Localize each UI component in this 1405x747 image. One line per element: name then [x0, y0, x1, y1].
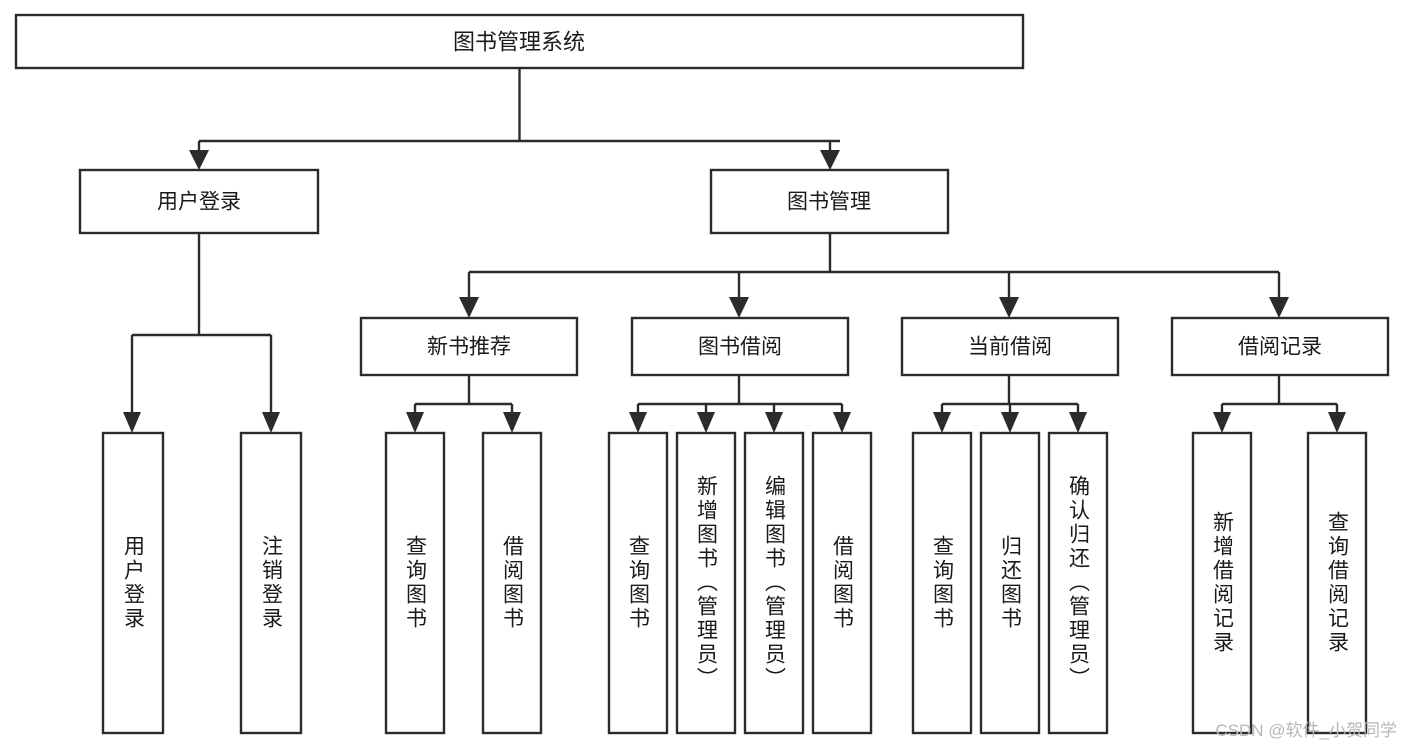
leaf-box-borrow-book-1[interactable] — [481, 431, 543, 735]
leaf-box-add-book[interactable] — [675, 431, 737, 735]
node-new-book-recommend-box[interactable] — [359, 316, 579, 377]
arrow-bm-to-new-book-recommend — [459, 297, 479, 318]
arrow-bb-leaf-2 — [697, 412, 715, 433]
node-borrow-record-box[interactable] — [1170, 316, 1390, 377]
arrow-cb-leaf-2 — [1001, 412, 1019, 433]
node-user-login[interactable]: 用户登录 — [78, 168, 320, 235]
arrow-user-login-leaf-2 — [262, 412, 280, 433]
node-current-borrow[interactable]: 当前借阅 — [900, 316, 1120, 377]
node-root-box[interactable] — [14, 13, 1025, 70]
node-borrow-record-label: 借阅记录 — [1238, 336, 1322, 359]
leaf-box-query-borrow-record[interactable] — [1306, 431, 1368, 735]
node-current-borrow-box[interactable] — [900, 316, 1120, 377]
arrow-nbr-leaf-1 — [406, 412, 424, 433]
arrow-bm-to-current-borrow — [999, 297, 1019, 318]
leaf-boxes — [101, 431, 1368, 735]
arrow-br-leaf-2 — [1328, 412, 1346, 433]
leaf-box-query-book-1[interactable] — [384, 431, 446, 735]
arrow-bm-to-borrow-record — [1269, 297, 1289, 318]
node-current-borrow-label: 当前借阅 — [968, 336, 1052, 359]
node-book-borrow[interactable]: 图书借阅 — [630, 316, 850, 377]
leaf-box-user-login-leaf[interactable] — [101, 431, 165, 735]
leaf-box-borrow-book-2[interactable] — [811, 431, 873, 735]
node-book-management-label: 图书管理 — [787, 191, 871, 214]
node-user-login-box[interactable] — [78, 168, 320, 235]
arrow-bm-to-book-borrow — [729, 297, 749, 318]
node-new-book-recommend-label: 新书推荐 — [427, 336, 511, 359]
arrow-root-to-book-management — [820, 150, 840, 170]
leaf-box-edit-book[interactable] — [743, 431, 805, 735]
arrow-user-login-leaf-1 — [123, 412, 141, 433]
arrow-bb-leaf-3 — [765, 412, 783, 433]
arrow-br-leaf-1 — [1213, 412, 1231, 433]
node-root-label: 图书管理系统 — [453, 30, 585, 55]
node-book-borrow-box[interactable] — [630, 316, 850, 377]
arrow-root-to-user-login — [189, 150, 209, 170]
leaf-box-user-logout-leaf[interactable] — [239, 431, 303, 735]
leaf-box-return-book[interactable] — [979, 431, 1041, 735]
node-borrow-record[interactable]: 借阅记录 — [1170, 316, 1390, 377]
leaf-box-confirm-return[interactable] — [1047, 431, 1109, 735]
arrow-nbr-leaf-2 — [503, 412, 521, 433]
arrow-cb-leaf-1 — [933, 412, 951, 433]
leaf-box-query-book-3[interactable] — [911, 431, 973, 735]
node-book-management-box[interactable] — [709, 168, 950, 235]
node-book-management[interactable]: 图书管理 — [709, 168, 950, 235]
leaf-box-add-borrow-record[interactable] — [1191, 431, 1253, 735]
arrow-cb-leaf-3 — [1069, 412, 1087, 433]
arrow-bb-leaf-4 — [833, 412, 851, 433]
node-book-borrow-label: 图书借阅 — [698, 336, 782, 359]
node-new-book-recommend[interactable]: 新书推荐 — [359, 316, 579, 377]
node-user-login-label: 用户登录 — [157, 191, 241, 214]
connectors — [123, 68, 1346, 433]
csdn-watermark: CSDN @软件_小贺同学 — [1215, 721, 1397, 740]
arrow-bb-leaf-1 — [629, 412, 647, 433]
leaf-box-query-book-2[interactable] — [607, 431, 669, 735]
node-root[interactable]: 图书管理系统 — [14, 13, 1025, 70]
